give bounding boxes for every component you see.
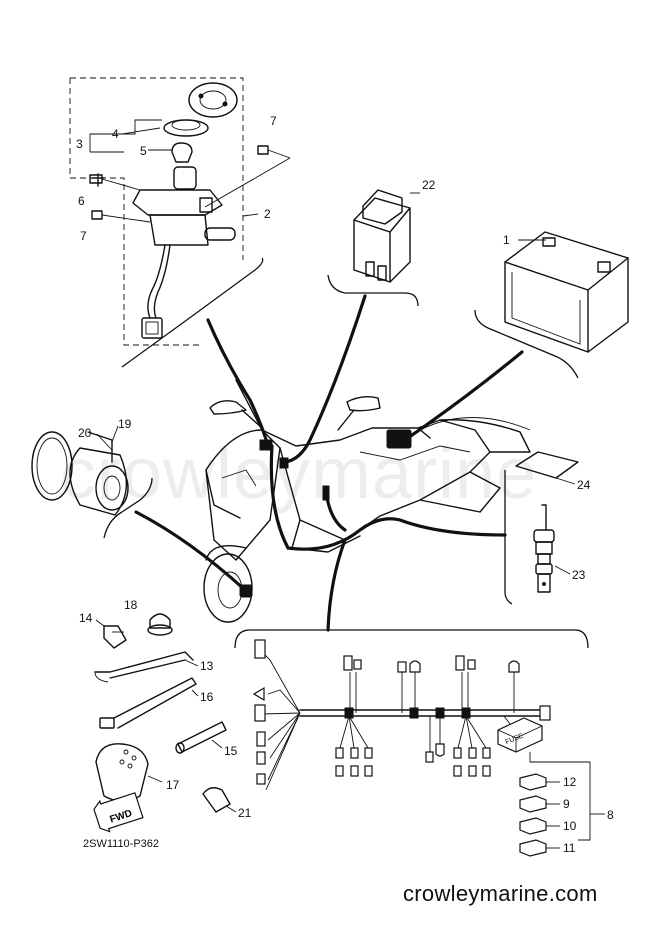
callout-8: 8 bbox=[607, 808, 614, 822]
callout-numbers: 1 2 3 4 5 6 7 7 8 9 10 11 12 13 14 15 16… bbox=[76, 114, 614, 855]
callout-12: 12 bbox=[563, 775, 577, 789]
callout-4: 4 bbox=[112, 127, 119, 141]
callout-17: 17 bbox=[166, 778, 180, 792]
watermark-text: crowleymarine bbox=[60, 434, 538, 514]
diagram-code: 2SW1110-P362 bbox=[83, 838, 160, 850]
callout-14: 14 bbox=[79, 611, 93, 625]
site-footer-link[interactable]: crowleymarine.com bbox=[403, 881, 598, 906]
callout-13: 13 bbox=[200, 659, 214, 673]
callout-19: 19 bbox=[118, 417, 132, 431]
connector-wires bbox=[134, 294, 524, 632]
callout-24: 24 bbox=[577, 478, 591, 492]
callout-9: 9 bbox=[563, 797, 570, 811]
callout-18: 18 bbox=[124, 598, 138, 612]
callout-2: 2 bbox=[264, 207, 271, 221]
callout-16: 16 bbox=[200, 690, 214, 704]
wire-harness bbox=[234, 629, 605, 857]
callout-23: 23 bbox=[572, 568, 586, 582]
callout-22: 22 bbox=[422, 178, 436, 192]
horn-assembly bbox=[31, 425, 153, 539]
callout-3: 3 bbox=[76, 137, 83, 151]
small-parts bbox=[93, 613, 237, 833]
callout-20: 20 bbox=[78, 426, 92, 440]
callout-1: 1 bbox=[503, 233, 510, 247]
callout-7a: 7 bbox=[270, 114, 277, 128]
callout-10: 10 bbox=[563, 819, 577, 833]
callout-21: 21 bbox=[238, 806, 252, 820]
relay-22 bbox=[327, 189, 420, 307]
callout-15: 15 bbox=[224, 744, 238, 758]
battery-1 bbox=[474, 231, 629, 379]
main-switch-assembly bbox=[69, 77, 291, 368]
callout-7b: 7 bbox=[80, 229, 87, 243]
sensor-and-label bbox=[504, 451, 579, 605]
callout-6: 6 bbox=[78, 194, 85, 208]
callout-11: 11 bbox=[563, 841, 576, 855]
callout-5: 5 bbox=[140, 144, 147, 158]
